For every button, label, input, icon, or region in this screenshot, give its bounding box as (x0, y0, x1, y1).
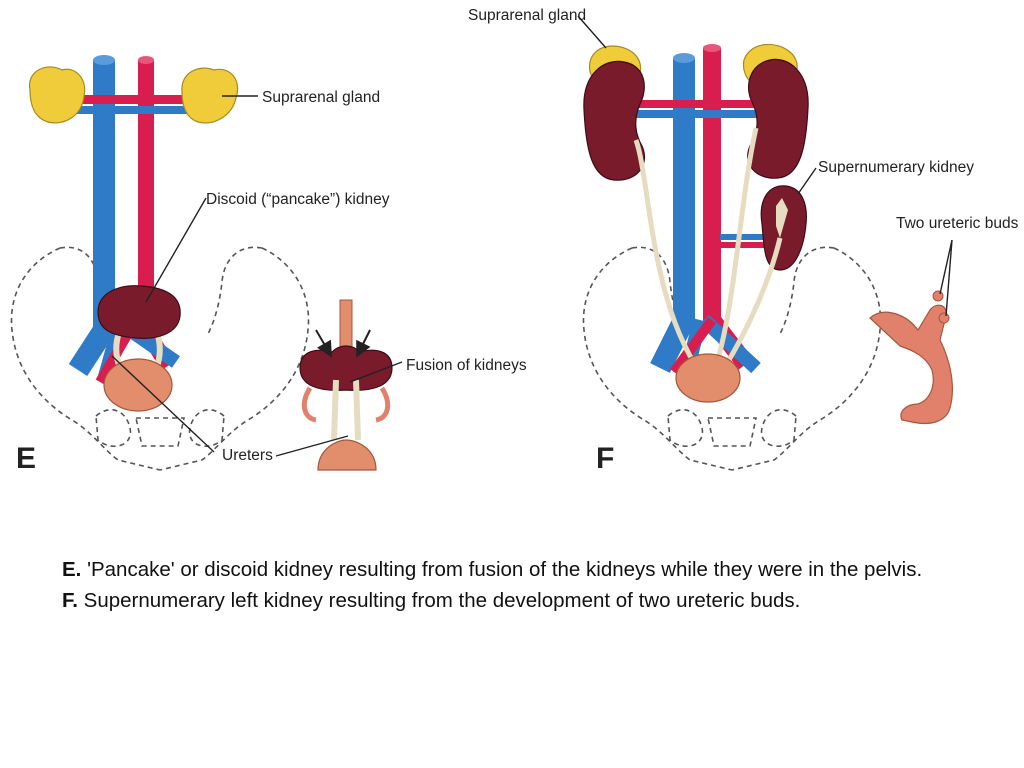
panel-e: Suprarenal gland Discoid (“pancake”) kid… (10, 55, 527, 475)
label-ureters: Ureters (222, 447, 273, 464)
caption-f-text: Supernumerary left kidney resulting from… (77, 589, 801, 612)
label-two-ureteric-buds: Two ureteric buds (896, 215, 1019, 232)
bladder-e (103, 358, 173, 412)
vena-cava-e (68, 60, 115, 376)
kidney-right-f (747, 58, 809, 179)
caption-f-label: F. (62, 589, 78, 612)
fusion-inset-e (299, 299, 393, 471)
panel-letter-e: E (16, 442, 36, 475)
supernumerary-kidney (760, 185, 807, 271)
vena-cava-f (650, 58, 695, 373)
label-fusion-of-kidneys: Fusion of kidneys (406, 357, 527, 374)
label-suprarenal-gland-f: Suprarenal gland (468, 7, 586, 24)
suprarenal-gland-right-e (181, 67, 239, 124)
ureteric-bud-inset (869, 304, 953, 425)
panel-letter-f: F (596, 442, 614, 475)
leaders-e (111, 95, 403, 457)
ureteric-bud-2 (938, 312, 950, 324)
label-suprarenal-gland-e: Suprarenal gland (262, 89, 380, 106)
kidney-left-f (583, 60, 646, 181)
suprarenal-gland-left-e (29, 66, 86, 124)
leaders-f (577, 15, 953, 317)
caption-e-label: E. (62, 558, 82, 581)
caption-e-text: 'Pancake' or discoid kidney resulting fr… (81, 558, 923, 581)
ureteric-bud-1 (932, 290, 944, 302)
figure-caption: E. 'Pancake' or discoid kidney resulting… (62, 554, 962, 616)
panel-f: Suprarenal gland Supernumerary kidney Tw… (468, 7, 1019, 475)
caption-f: F. Supernumerary left kidney resulting f… (62, 585, 962, 616)
caption-e: E. 'Pancake' or discoid kidney resulting… (62, 554, 962, 585)
discoid-kidney (97, 285, 181, 339)
label-supernumerary-kidney: Supernumerary kidney (818, 159, 974, 176)
ureters-f (633, 127, 783, 374)
bladder-f (675, 353, 741, 403)
label-discoid-kidney: Discoid (“pancake”) kidney (206, 191, 390, 208)
embryology-figure: Suprarenal gland Discoid (“pancake”) kid… (10, 7, 1019, 475)
pelvis-outline-f (582, 246, 882, 471)
